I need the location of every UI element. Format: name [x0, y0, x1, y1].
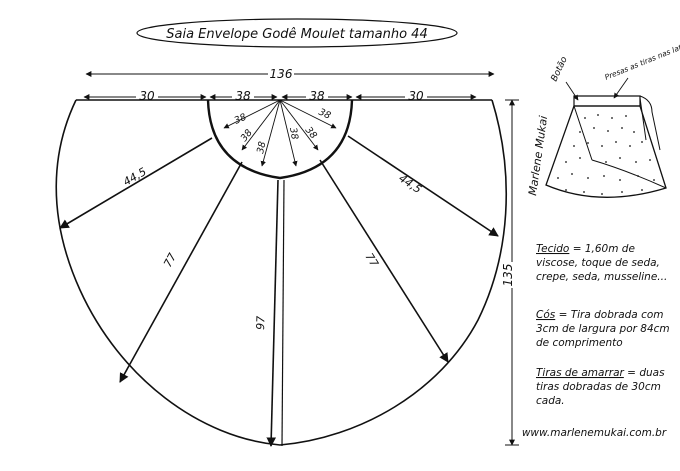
skirt-sketch: Botão Presas as tiras nas laterais Marle…: [526, 36, 680, 198]
left-segment-label: 30: [139, 89, 155, 103]
sketch-waistband: [573, 95, 641, 107]
waistband-term: Cós: [536, 309, 556, 321]
radius-upper-right-label: 44,5: [396, 172, 424, 196]
note-line: cada.: [536, 395, 565, 407]
waistband-text: = Tira dobrada com: [555, 309, 663, 321]
waist-label-2: 38: [239, 128, 255, 144]
radius-lower-left-line: [119, 161, 243, 383]
radius-lower-right-line: [319, 159, 449, 363]
height-label: 135: [501, 264, 515, 287]
ties-term: Tiras de amarrar: [536, 367, 625, 379]
radius-center-line: [266, 179, 279, 447]
title-text: Saia Envelope Godê Moulet tamanho 44: [166, 27, 427, 42]
sketch-skirt-body: [545, 105, 667, 198]
note-line: viscose, toque de seda,: [536, 257, 660, 269]
fabric-text: = 1,60m de: [569, 243, 635, 255]
waist-label-3: 38: [255, 141, 268, 155]
center-left-label: 38: [235, 89, 251, 103]
sketch-wrap-fold: [573, 105, 667, 189]
note-line: de comprimento: [536, 337, 623, 349]
radius-center-line-2: [281, 179, 285, 447]
note-line: tiras dobradas de 30cm: [536, 381, 661, 393]
fabric-term: Tecido: [536, 243, 569, 255]
waist-label-6: 38: [317, 107, 333, 122]
right-segment-label: 30: [408, 89, 424, 103]
note-line: 3cm de largura por 84cm: [536, 323, 670, 335]
title-bubble: [136, 18, 458, 48]
waist-label-4: 38: [287, 127, 300, 141]
radius-upper-right-line: [347, 135, 499, 237]
waist-curve: [206, 99, 354, 180]
radius-lower-right-label: 77: [362, 251, 380, 270]
website-link[interactable]: www.marlenemukai.com.br: [522, 427, 667, 439]
fabric-note: Tecido = 1,60m de viscose, toque de seda…: [536, 243, 667, 283]
sketch-ties-label: Presas as tiras nas laterais: [603, 36, 680, 82]
skirt-hem-outline: [55, 99, 507, 446]
waistband-note: Cós = Tira dobrada com 3cm de largura po…: [536, 309, 670, 349]
sketch-tie: [639, 95, 661, 151]
ties-note: Tiras de amarrar = duas tiras dobradas d…: [536, 367, 668, 407]
ties-text: = duas: [624, 367, 665, 379]
radius-upper-left-label: 44,5: [121, 165, 149, 189]
top-total-label: 136: [270, 67, 293, 81]
center-right-label: 38: [309, 89, 325, 103]
waist-label-1: 38: [233, 112, 249, 127]
sketch-dots: [557, 114, 655, 195]
radius-lower-left-label: 77: [161, 251, 179, 269]
waist-label-5: 38: [303, 125, 319, 141]
radius-upper-left-line: [59, 137, 213, 229]
radius-center-label: 97: [254, 316, 267, 330]
note-line: crepe, seda, musseline...: [536, 271, 667, 283]
sketch-button-label: Botão: [550, 55, 570, 83]
